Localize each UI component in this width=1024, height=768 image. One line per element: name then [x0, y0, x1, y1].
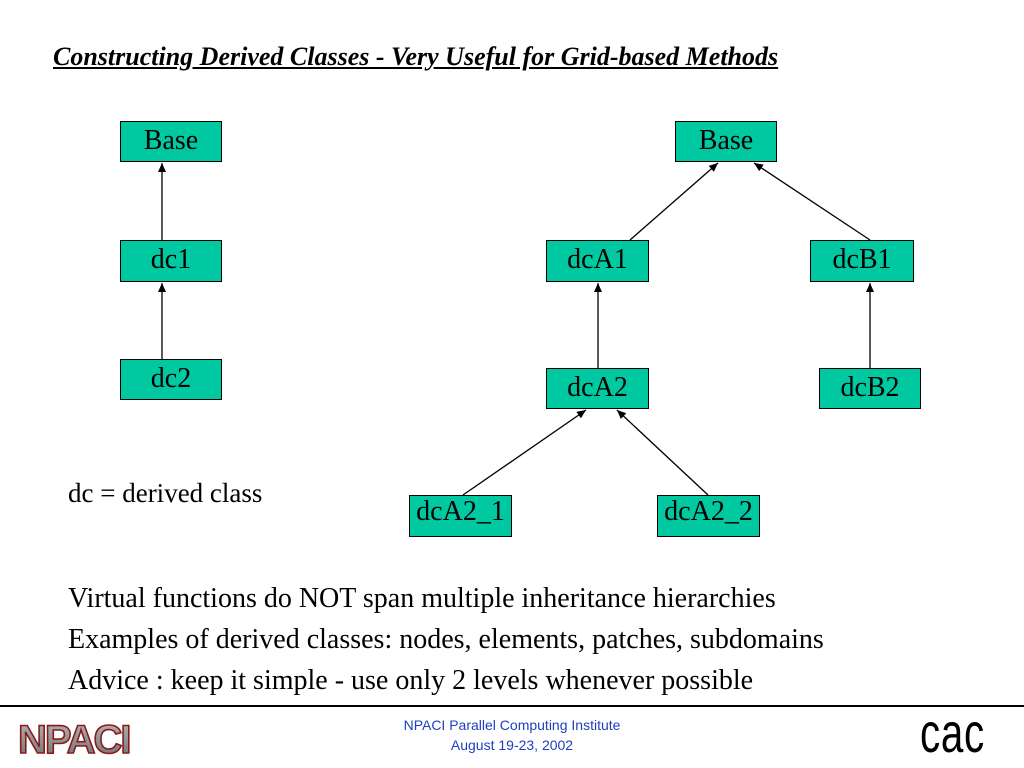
- node-label: dcA2_1: [416, 496, 505, 527]
- bullet-list: Virtual functions do NOT span multiple i…: [68, 578, 824, 701]
- node-label: dc1: [150, 244, 192, 275]
- node-label: Base: [698, 124, 754, 156]
- node-label: dcA2_2: [664, 496, 753, 527]
- cac-logo: cac: [920, 701, 985, 764]
- bullet-item: Advice : keep it simple - use only 2 lev…: [68, 665, 754, 696]
- node-label: dcB2: [840, 371, 900, 403]
- bullet-item: Examples of derived classes: nodes, elem…: [68, 624, 824, 655]
- node-label: dcB1: [832, 244, 892, 275]
- bullet-item: Virtual functions do NOT span multiple i…: [68, 583, 776, 614]
- footer-date: August 19-23, 2002: [450, 737, 574, 753]
- node-right-base: Base: [675, 121, 777, 162]
- node-dcA1: dcA1: [546, 240, 649, 282]
- node-label: dcA1: [567, 244, 628, 275]
- arrow-dcA2_2-to-dcA2: [616, 409, 709, 496]
- node-dcB2: dcB2: [819, 368, 921, 409]
- footer-institute: NPACI Parallel Computing Institute: [403, 717, 621, 733]
- node-dcA2_2: dcA2_2: [657, 495, 760, 537]
- node-label: dc2: [150, 362, 192, 394]
- node-label: Base: [143, 124, 199, 156]
- arrow-dcA1-to-base: [629, 162, 719, 241]
- diagram-legend: dc = derived class: [68, 478, 263, 508]
- slide-title: Constructing Derived Classes - Very Usef…: [53, 42, 779, 71]
- npaci-logo-text: NPACI: [18, 718, 129, 758]
- node-dc1: dc1: [120, 240, 222, 282]
- node-dcA2: dcA2: [546, 368, 649, 409]
- arrow-dcB1-to-base: [753, 162, 871, 241]
- node-left-base: Base: [120, 121, 222, 162]
- footer-divider: [0, 705, 1024, 707]
- node-dcA2_1: dcA2_1: [409, 495, 512, 537]
- node-dc2: dc2: [120, 359, 222, 400]
- node-label: dcA2: [567, 371, 628, 403]
- node-dcB1: dcB1: [810, 240, 914, 282]
- npaci-logo: NPACI: [17, 717, 132, 758]
- arrow-dcA2_1-to-dcA2: [462, 409, 587, 496]
